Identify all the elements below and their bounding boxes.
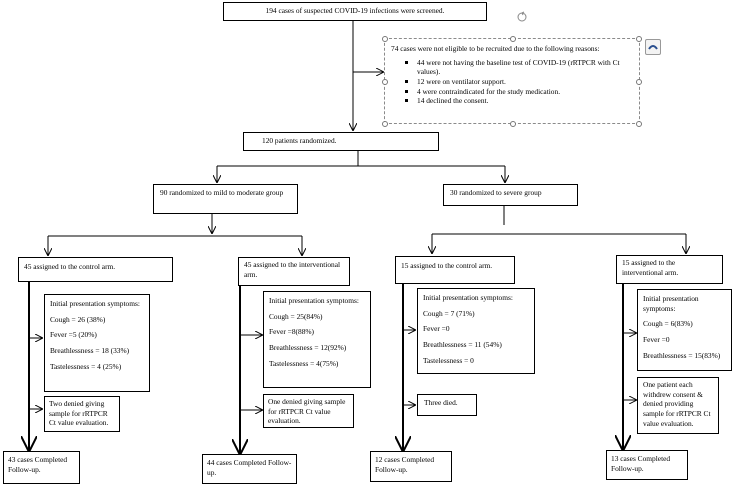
symptom-item: Tastelessness = 0 bbox=[423, 355, 474, 365]
severe-group-box: 30 randomized to severe group bbox=[443, 184, 578, 206]
arm1-assigned-box: 45 assigned to the control arm. bbox=[18, 257, 173, 282]
arm3-assigned-text: 15 assigned to the control arm. bbox=[401, 261, 493, 270]
resize-handle[interactable] bbox=[510, 121, 516, 127]
screened-text: 194 cases of suspected COVID-19 infectio… bbox=[265, 6, 445, 15]
exclusion-reason: 12 were on ventilator support. bbox=[405, 77, 633, 87]
arm1-completed-text: 43 cases Completed Follow-up. bbox=[8, 455, 68, 474]
symptoms-title: Initial presentation symptoms: bbox=[269, 296, 359, 305]
arm4-completed-box: 13 cases Completed Follow-up. bbox=[606, 450, 688, 480]
resize-handle[interactable] bbox=[382, 121, 388, 127]
mild-group-text: 90 randomized to mild to moderate group bbox=[160, 188, 284, 197]
randomized-box: 120 patients randomized. bbox=[243, 132, 439, 151]
arm1-loss-text: Two denied giving sample for rRTPCR Ct v… bbox=[49, 399, 109, 428]
exclusion-reason: 44 were not having the baseline test of … bbox=[405, 58, 633, 77]
arm4-completed-text: 13 cases Completed Follow-up. bbox=[611, 454, 671, 473]
arm4-symptoms-box: Initial presentation symptoms: Cough = 6… bbox=[637, 289, 732, 371]
layout-options-icon[interactable] bbox=[645, 39, 661, 55]
exclusion-title: 74 cases were not eligible to be recruit… bbox=[391, 44, 600, 53]
severe-group-text: 30 randomized to severe group bbox=[450, 188, 542, 197]
mild-group-box: 90 randomized to mild to moderate group bbox=[153, 184, 298, 214]
exclusion-reason: 4 were contraindicated for the study med… bbox=[405, 87, 633, 97]
resize-handle[interactable] bbox=[382, 36, 388, 42]
arm1-loss-box: Two denied giving sample for rRTPCR Ct v… bbox=[44, 396, 120, 432]
randomized-text: 120 patients randomized. bbox=[262, 136, 337, 145]
arm2-loss-text: One denied giving sample for rRTPCR Ct v… bbox=[268, 397, 346, 426]
symptom-item: Cough = 26 (38%) bbox=[50, 314, 106, 324]
arm4-assigned-text: 15 assigned to the interventional arm. bbox=[622, 258, 679, 277]
symptom-item: Breathlessness = 12(92%) bbox=[269, 342, 347, 352]
symptom-item: Breathlessness = 11 (54%) bbox=[423, 339, 502, 349]
exclusion-reasons: 44 were not having the baseline test of … bbox=[391, 58, 633, 106]
resize-handle[interactable] bbox=[636, 121, 642, 127]
screened-box: 194 cases of suspected COVID-19 infectio… bbox=[223, 2, 487, 21]
symptom-item: Tastelessness = 4(75%) bbox=[269, 358, 339, 368]
arm3-loss-text: Three died. bbox=[424, 398, 458, 407]
arm1-assigned-text: 45 assigned to the control arm. bbox=[24, 262, 116, 271]
arm1-symptoms-box: Initial presentation symptoms: Cough = 2… bbox=[44, 294, 150, 392]
symptom-item: Fever =0 bbox=[643, 334, 670, 344]
arm2-completed-text: 44 cases Completed Follow-up. bbox=[207, 458, 292, 477]
symptom-item: Breathlessness = 18 (33%) bbox=[50, 345, 130, 355]
exclusion-box[interactable]: 74 cases were not eligible to be recruit… bbox=[384, 38, 640, 124]
resize-handle[interactable] bbox=[382, 79, 388, 85]
symptoms-title: Initial presentation symptoms: bbox=[643, 294, 699, 313]
arm3-completed-text: 12 cases Completed Follow-up. bbox=[375, 455, 435, 474]
resize-handle[interactable] bbox=[510, 36, 516, 42]
resize-handle[interactable] bbox=[636, 36, 642, 42]
arm4-loss-box: One patient each withdrew consent & deni… bbox=[637, 377, 719, 434]
symptom-item: Breathlessness = 15(83%) bbox=[643, 350, 721, 360]
arm2-assigned-box: 45 assigned to the interventional arm. bbox=[238, 257, 350, 286]
arm3-symptoms-box: Initial presentation symptoms: Cough = 7… bbox=[417, 288, 535, 374]
symptom-item: Fever =5 (20%) bbox=[50, 330, 97, 340]
arm3-loss-box: Three died. bbox=[417, 394, 477, 416]
arm2-symptoms-box: Initial presentation symptoms: Cough = 2… bbox=[263, 291, 371, 388]
symptom-item: Cough = 25(84%) bbox=[269, 311, 323, 321]
symptoms-title: Initial presentation symptoms: bbox=[423, 293, 513, 302]
rotate-handle-icon[interactable] bbox=[516, 11, 528, 23]
arm1-completed-box: 43 cases Completed Follow-up. bbox=[3, 451, 80, 484]
arm2-loss-box: One denied giving sample for rRTPCR Ct v… bbox=[263, 394, 354, 428]
symptom-item: Fever =8(88%) bbox=[269, 327, 315, 337]
symptom-item: Fever =0 bbox=[423, 324, 450, 334]
resize-handle[interactable] bbox=[636, 79, 642, 85]
arm2-completed-box: 44 cases Completed Follow-up. bbox=[202, 454, 297, 484]
symptom-item: Cough = 7 (71%) bbox=[423, 308, 475, 318]
arm4-loss-text: One patient each withdrew consent & deni… bbox=[643, 380, 711, 428]
arm3-assigned-box: 15 assigned to the control arm. bbox=[395, 256, 515, 284]
symptom-item: Cough = 6(83%) bbox=[643, 319, 693, 329]
exclusion-reason: 14 declined the consent. bbox=[405, 96, 633, 106]
arm3-completed-box: 12 cases Completed Follow-up. bbox=[370, 451, 452, 482]
symptoms-title: Initial presentation symptoms: bbox=[50, 299, 140, 308]
arm4-assigned-box: 15 assigned to the interventional arm. bbox=[616, 255, 723, 284]
symptom-item: Tastelessness = 4 (25%) bbox=[50, 361, 122, 371]
arm2-assigned-text: 45 assigned to the interventional arm. bbox=[244, 260, 341, 279]
